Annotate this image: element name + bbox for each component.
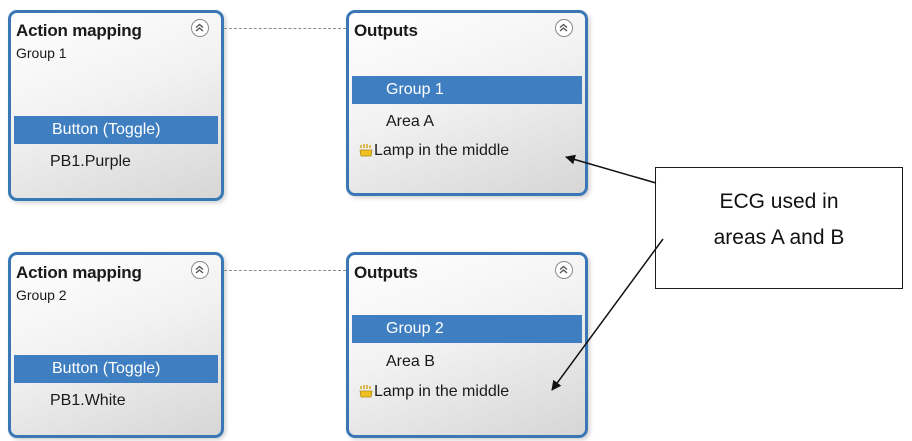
- connector-line: [224, 270, 346, 271]
- card-title: Outputs: [354, 263, 418, 282]
- double-chevron-up-icon[interactable]: [191, 261, 209, 279]
- list-item[interactable]: PB1.White: [14, 388, 218, 414]
- list-item-label: Lamp in the middle: [374, 383, 510, 400]
- selected-row-label: Group 2: [386, 320, 444, 337]
- outputs-card-1[interactable]: Outputs Group 1 Area A Lamp in the middl…: [346, 10, 588, 196]
- card-group-label: Group 1: [16, 45, 67, 61]
- list-item-label: PB1.White: [50, 392, 126, 409]
- callout-line-1: ECG used in: [719, 190, 839, 213]
- list-item-label: Area A: [386, 113, 435, 130]
- double-chevron-up-icon[interactable]: [191, 19, 209, 37]
- selected-row[interactable]: Button (Toggle): [14, 116, 218, 144]
- lamp-icon: [359, 144, 373, 157]
- double-chevron-up-icon[interactable]: [555, 19, 573, 37]
- callout-box: ECG used in areas A and B: [655, 167, 903, 289]
- list-item-label: Area B: [386, 353, 435, 370]
- list-item[interactable]: Area B: [352, 349, 582, 375]
- lamp-list-item[interactable]: Lamp in the middle: [352, 138, 582, 164]
- callout-line-2: areas A and B: [713, 226, 845, 249]
- selected-row-label: Button (Toggle): [52, 121, 161, 138]
- card-title: Action mapping: [16, 263, 142, 282]
- outputs-card-2[interactable]: Outputs Group 2 Area B Lamp in the middl…: [346, 252, 588, 438]
- card-title: Action mapping: [16, 21, 142, 40]
- connector-line: [224, 28, 346, 29]
- selected-row-label: Button (Toggle): [52, 360, 161, 377]
- action-mapping-card-1[interactable]: Action mapping Group 1 Button (Toggle) P…: [8, 10, 224, 201]
- card-group-label: Group 2: [16, 287, 67, 303]
- double-chevron-up-icon[interactable]: [555, 261, 573, 279]
- list-item[interactable]: PB1.Purple: [14, 149, 218, 175]
- list-item[interactable]: Area A: [352, 109, 582, 135]
- lamp-icon: [359, 385, 373, 398]
- selected-row-label: Group 1: [386, 81, 444, 98]
- selected-row[interactable]: Group 1: [352, 76, 582, 104]
- lamp-list-item[interactable]: Lamp in the middle: [352, 379, 582, 405]
- selected-row[interactable]: Button (Toggle): [14, 355, 218, 383]
- selected-row[interactable]: Group 2: [352, 315, 582, 343]
- list-item-label: PB1.Purple: [50, 153, 131, 170]
- list-item-label: Lamp in the middle: [374, 142, 510, 159]
- action-mapping-card-2[interactable]: Action mapping Group 2 Button (Toggle) P…: [8, 252, 224, 438]
- card-title: Outputs: [354, 21, 418, 40]
